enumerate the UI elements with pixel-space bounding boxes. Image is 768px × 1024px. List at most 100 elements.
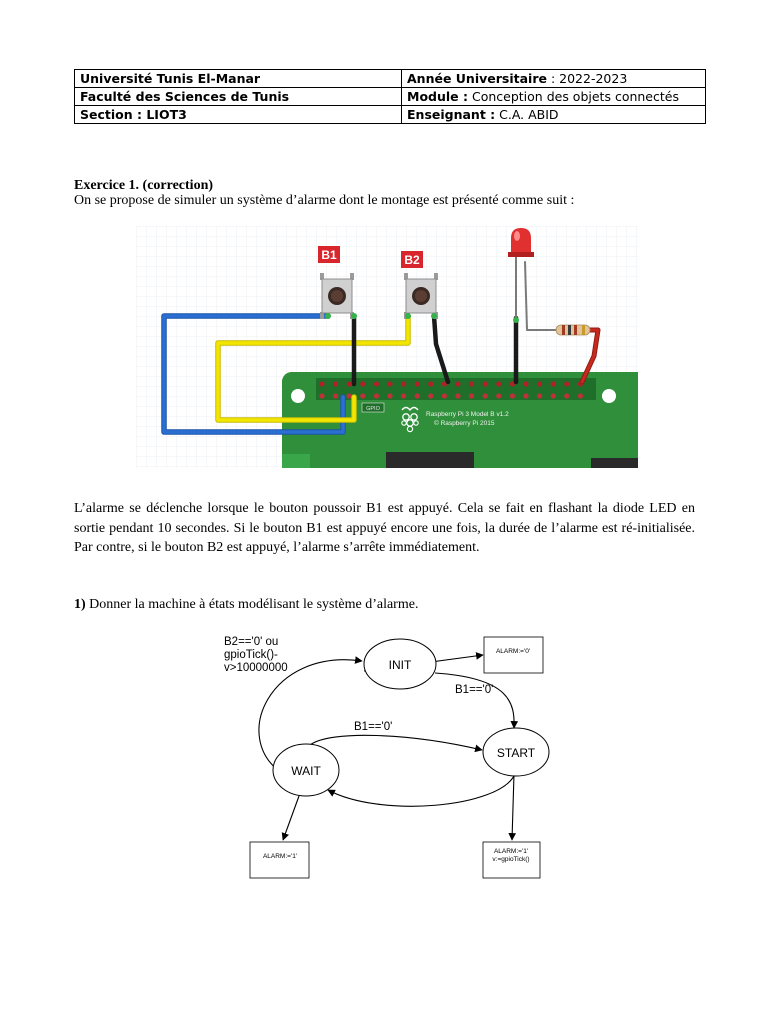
transition-label-b2-line1: B2=='0' ou (224, 636, 278, 648)
gpio-pin (346, 381, 352, 387)
gpio-pin (482, 381, 488, 387)
transition-label-b2-line2: gpioTick()- (224, 649, 278, 661)
gpio-pin (441, 381, 447, 387)
transition-label-wait-start: B1=='0' (354, 721, 392, 733)
state-wait-label: WAIT (291, 764, 321, 778)
gpio-pin (333, 381, 339, 387)
teacher-cell: Enseignant : C.A. ABID (401, 105, 706, 124)
gpio-pin (360, 393, 366, 399)
gpio-pin (469, 393, 475, 399)
gpio-pin (496, 381, 502, 387)
gpio-pin (428, 381, 434, 387)
teacher-value: C.A. ABID (499, 107, 559, 122)
state-init-label: INIT (389, 658, 412, 672)
state-init: INIT (363, 638, 437, 690)
academic-year-value: 2022-2023 (559, 71, 628, 86)
gpio-pin (564, 393, 570, 399)
gpio-pin (455, 381, 461, 387)
gpio-label: GPIO (366, 406, 380, 412)
init-to-start-arrow (434, 672, 519, 729)
action-start-text-2: v:=gpioTick() (492, 856, 529, 863)
gpio-pin (469, 381, 475, 387)
question-1-number: 1) (74, 597, 86, 612)
state-start: START (482, 727, 550, 777)
start-to-wait-arrow (327, 773, 516, 807)
push-button-b1: B1 (318, 246, 354, 319)
academic-year-sep: : (546, 71, 560, 86)
gpio-pin (401, 381, 407, 387)
academic-year-cell: Année Universitaire : 2022-2023 (401, 69, 706, 88)
action-box-init: ALARM:='0' (483, 636, 544, 674)
gpio-pin (319, 393, 325, 399)
wait-to-start-arrow (309, 734, 483, 753)
gpio-pin (482, 393, 488, 399)
button-b2-label: B2 (404, 253, 420, 267)
gpio-pin (333, 393, 339, 399)
gpio-pin (428, 393, 434, 399)
gpio-pin (550, 393, 556, 399)
gpio-pin (537, 393, 543, 399)
action-start-text-1: ALARM:='1' (494, 848, 528, 855)
transition-label-b2-line3: v>10000000 (224, 662, 288, 674)
resistor (555, 324, 591, 336)
gpio-pin (564, 381, 570, 387)
action-wait-text: ALARM:='1' (263, 853, 297, 860)
module-key: Module : (407, 89, 468, 104)
gpio-pin (523, 393, 529, 399)
gpio-pin (387, 381, 393, 387)
action-init-text: ALARM:='0' (496, 648, 530, 655)
transition-label-init-start: B1=='0' (455, 684, 493, 696)
gpio-pin (387, 393, 393, 399)
header-row: Section : LIOT3 Enseignant : C.A. ABID (74, 105, 706, 124)
gpio-pin (509, 393, 515, 399)
led (508, 228, 534, 257)
gpio-pin (346, 393, 352, 399)
gpio-pin (373, 393, 379, 399)
gpio-pin (373, 381, 379, 387)
board-name: Raspberry Pi 3 Model B v1.2 (426, 411, 509, 418)
wait-to-alarm-arrow (281, 795, 300, 841)
wires (161, 255, 601, 435)
gpio-pin (360, 381, 366, 387)
academic-year-key: Année Universitaire (407, 71, 547, 86)
header-table: Université Tunis El-Manar Année Universi… (74, 69, 706, 124)
gpio-pin (509, 381, 515, 387)
gpio-pin (496, 393, 502, 399)
module-cell: Module : Conception des objets connectés (401, 87, 706, 106)
question-1-text: Donner la machine à états modélisant le … (85, 597, 419, 612)
raspberry-pi-board: GPIO Raspberry Pi 3 Model B v1.2 © Raspb… (282, 372, 638, 468)
board-copyright: © Raspberry Pi 2015 (434, 419, 495, 427)
gpio-pin (537, 381, 543, 387)
action-box-wait: ALARM:='1' (249, 841, 310, 879)
action-box-start: ALARM:='1' v:=gpioTick() (482, 841, 541, 879)
button-b1-label: B1 (321, 248, 337, 262)
wire-end-dots (325, 313, 519, 323)
question-1: 1) Donner la machine à états modélisant … (74, 597, 418, 613)
exercise-intro: On se propose de simuler un système d’al… (74, 193, 575, 208)
header-row: Université Tunis El-Manar Année Universi… (74, 69, 706, 88)
section-cell: Section : LIOT3 (74, 105, 402, 124)
wait-to-init-arrow (258, 656, 363, 774)
exercise-title: Exercice 1. (correction) (74, 178, 214, 193)
state-machine-diagram: INIT START WAIT ALARM:='0' ALARM:='1' AL… (224, 636, 550, 879)
start-to-alarm-arrow (508, 773, 517, 841)
header-row: Faculté des Sciences de Tunis Module : C… (74, 87, 706, 106)
gpio-pin (523, 381, 529, 387)
raspberry-logo-icon (401, 406, 419, 433)
module-value: Conception des objets connectés (471, 89, 679, 104)
gpio-pin (441, 393, 447, 399)
gpio-pin (319, 381, 325, 387)
gpio-pin (577, 393, 583, 399)
gpio-pin (414, 393, 420, 399)
gpio-pin (414, 381, 420, 387)
push-button-b2: B2 (401, 251, 438, 319)
circuit-diagram: GPIO Raspberry Pi 3 Model B v1.2 © Raspb… (136, 226, 638, 468)
state-wait: WAIT (272, 743, 340, 797)
teacher-key: Enseignant : (407, 107, 496, 122)
state-start-label: START (497, 746, 536, 760)
exercise-description: L’alarme se déclenche lorsque le bouton … (74, 501, 695, 555)
university-cell: Université Tunis El-Manar (74, 69, 402, 88)
gpio-pin (455, 393, 461, 399)
faculty-cell: Faculté des Sciences de Tunis (74, 87, 402, 106)
gpio-pin (401, 393, 407, 399)
